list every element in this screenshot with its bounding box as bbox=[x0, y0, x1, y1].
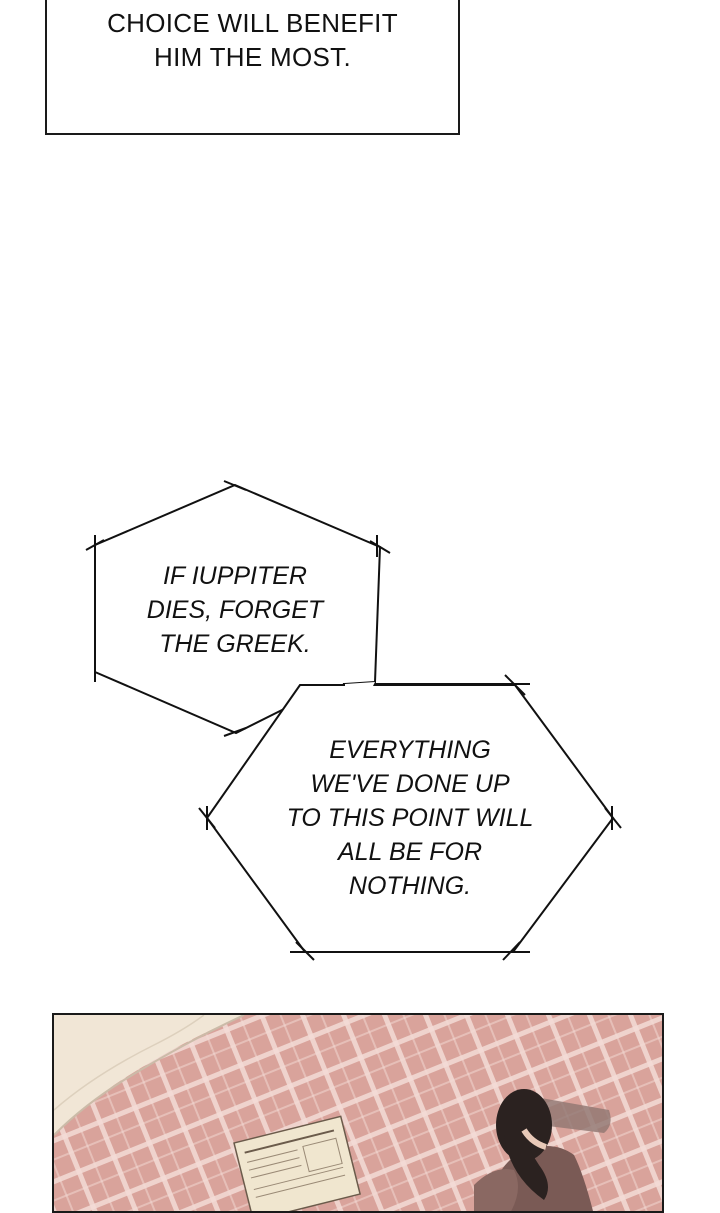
bed-pillow bbox=[54, 1015, 244, 1135]
narration-box: CHOICE WILL BENEFIT HIM THE MOST. bbox=[45, 0, 460, 135]
speech-bubble-2 bbox=[198, 674, 622, 961]
bubble-1-text: IF IUPPITER DIES, FORGET THE GREEK. bbox=[146, 562, 324, 658]
panel-illustration bbox=[54, 1015, 662, 1211]
newspaper-image bbox=[233, 1115, 361, 1211]
narration-text: CHOICE WILL BENEFIT HIM THE MOST. bbox=[107, 8, 398, 72]
character-figure bbox=[474, 1089, 593, 1211]
bubble-2-text: EVERYTHING WE'VE DONE UP TO THIS POINT W… bbox=[286, 736, 534, 900]
comic-panel bbox=[52, 1013, 664, 1213]
